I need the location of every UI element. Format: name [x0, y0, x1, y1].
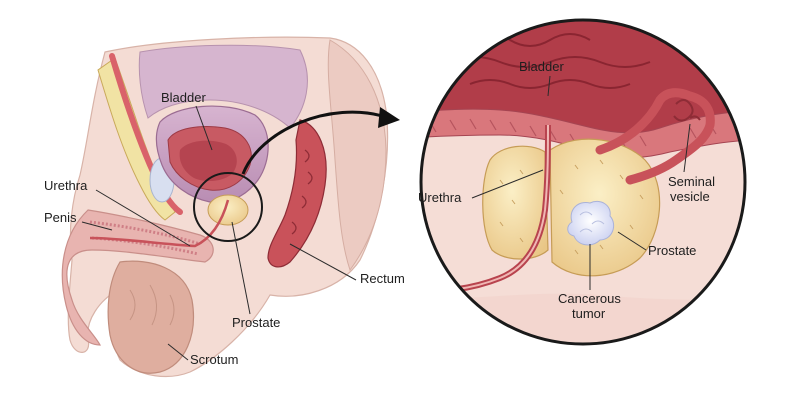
label-prostate-left: Prostate — [232, 315, 280, 330]
zoom-seminal-vesicle-coils — [673, 99, 701, 122]
label-urethra-zoom: Urethra — [418, 190, 462, 205]
bladder-lumen — [179, 140, 237, 182]
leader-bladder-zoom — [547, 75, 551, 97]
leader-prostate-left — [231, 221, 251, 315]
prostate-small — [207, 194, 249, 226]
leader-penis — [81, 221, 113, 231]
label-urethra-left: Urethra — [44, 178, 88, 193]
leader-scrotum — [167, 343, 189, 361]
scrotum-texture — [129, 284, 175, 326]
corpus-tissue — [89, 220, 201, 256]
rectum — [267, 119, 327, 268]
zoom-outline — [419, 18, 747, 346]
label-penis: Penis — [44, 210, 77, 225]
label-bladder-left: Bladder — [161, 90, 206, 105]
zoom-prostate-texture — [499, 159, 644, 255]
leader-rectum — [289, 243, 357, 281]
zoom-tumor-lobules — [579, 211, 605, 233]
label-scrotum: Scrotum — [190, 352, 238, 367]
zoom-seminal-vesicle — [595, 88, 715, 185]
leader-prostate-zoom — [617, 231, 647, 251]
leader-seminal-vesicle — [683, 123, 691, 173]
left-labels: Bladder Urethra Penis Rectum Prostate Sc… — [44, 90, 405, 367]
rectum-folds — [291, 149, 313, 235]
label-seminal-vesicle-2: vesicle — [670, 189, 710, 204]
zoom-bladder-wall — [421, 108, 745, 159]
leader-urethra-zoom — [471, 169, 544, 199]
label-tumor-1: Cancerous — [558, 291, 621, 306]
label-prostate-zoom: Prostate — [648, 243, 696, 258]
prostate-highlight-circle — [193, 172, 263, 242]
pubic-muscle-band — [109, 53, 183, 215]
label-bladder-zoom: Bladder — [519, 59, 564, 74]
leader-urethra-left — [95, 189, 191, 247]
leader-bladder-left — [195, 105, 213, 151]
label-seminal-vesicle-1: Seminal — [668, 174, 715, 189]
label-rectum: Rectum — [360, 271, 405, 286]
zoom-arrow — [241, 110, 387, 175]
zoom-cancerous-tumor — [567, 200, 615, 246]
intestine — [138, 44, 308, 129]
zoom-labels: Bladder Urethra Seminal vesicle Prostate… — [418, 59, 715, 321]
zoom-arrow-head — [378, 107, 400, 128]
label-tumor-2: tumor — [572, 306, 606, 321]
scrotum — [107, 260, 194, 374]
pelvis-sagittal-view — [61, 36, 400, 378]
